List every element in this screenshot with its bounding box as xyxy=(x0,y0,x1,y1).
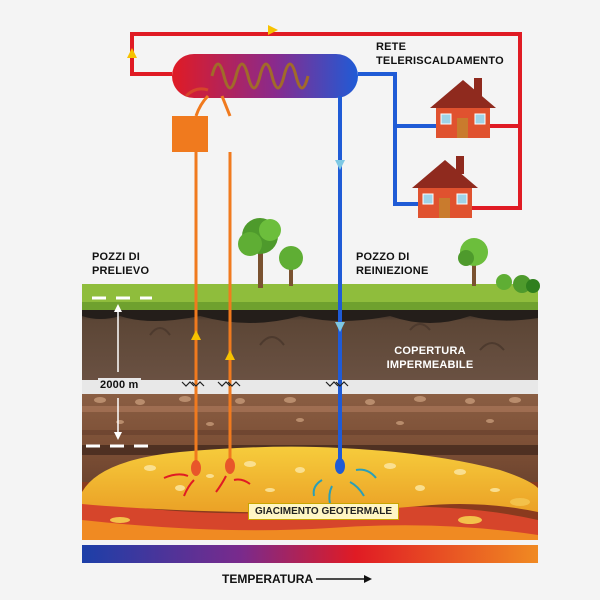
production-wells-label: POZZI DI PRELIEVO xyxy=(92,250,149,278)
reinjection-well-label-line2: REINIEZIONE xyxy=(356,265,429,277)
gap-band xyxy=(82,380,538,394)
reinjection-well-label-line1: POZZO DI xyxy=(356,251,410,263)
tree-icon xyxy=(238,218,281,288)
district-heating-label-line1: RETE xyxy=(376,41,407,53)
depth-label: 2000 m xyxy=(98,378,141,392)
caprock-label: COPERTURA IMPERMEABILE xyxy=(382,344,478,372)
well-bottom-icon xyxy=(335,458,345,474)
well-bottom-icon xyxy=(225,458,235,474)
arrow-right-icon xyxy=(316,575,372,583)
district-heating-label: RETE TELERISCALDAMENTO xyxy=(376,40,504,68)
flow-arrow-icon xyxy=(268,25,278,35)
caprock-label-line2: IMPERMEABILE xyxy=(386,359,474,371)
production-wells-label-line2: PRELIEVO xyxy=(92,265,150,277)
flow-arrow-icon xyxy=(127,48,137,58)
district-heating-hot-line xyxy=(130,32,522,210)
depth-arrow-up-icon xyxy=(114,304,122,312)
district-heating-label-line2: TELERISCALDAMENTO xyxy=(376,55,504,67)
break-symbols xyxy=(181,381,349,387)
house-icon xyxy=(430,78,496,138)
flow-arrow-icon xyxy=(191,330,201,340)
tree-icon xyxy=(279,246,303,286)
temperature-label: TEMPERATURA xyxy=(222,572,314,586)
district-heating-cold-line xyxy=(358,72,436,206)
hot-pipe-wave xyxy=(184,87,209,98)
production-well-pipes xyxy=(194,94,232,466)
ground-surface xyxy=(82,284,538,310)
house-icon xyxy=(412,156,478,218)
flow-arrow-icon xyxy=(335,160,345,170)
well-bottom-icon xyxy=(191,460,201,476)
temperature-gradient-bar xyxy=(82,545,538,563)
flow-arrow-icon xyxy=(335,322,345,332)
reservoir-flow-arrows xyxy=(163,468,377,505)
tree-icon xyxy=(458,238,488,286)
depth-arrow-down-icon xyxy=(114,432,122,440)
heat-exchanger-icon xyxy=(172,54,358,98)
flow-arrow-icon xyxy=(225,350,235,360)
reinjection-well-label: POZZO DI REINIEZIONE xyxy=(356,250,429,278)
caprock-layer xyxy=(82,310,538,380)
production-wells-label-line1: POZZI DI xyxy=(92,251,141,263)
reservoir-label: GIACIMENTO GEOTERMALE xyxy=(248,503,400,520)
caprock-label-line1: COPERTURA xyxy=(394,345,466,357)
shrub-icon xyxy=(496,274,540,293)
pump-box-icon xyxy=(172,116,208,152)
